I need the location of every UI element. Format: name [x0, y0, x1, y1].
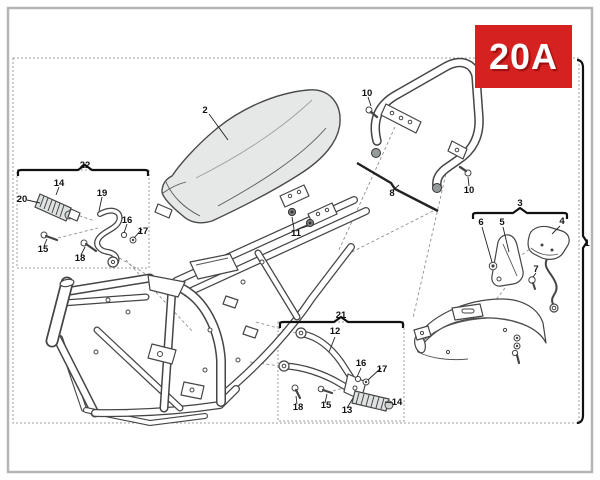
catalog-section-label: 20A — [488, 35, 559, 77]
seat-strap-rod-8 — [356, 161, 439, 213]
washer-16-right — [354, 375, 362, 383]
brace-1 — [576, 58, 589, 425]
outer-dashed-border — [12, 57, 580, 424]
part-label-2: 2 — [202, 105, 207, 116]
part-label-11: 11 — [291, 228, 302, 239]
washer-16-left — [120, 231, 128, 239]
screw-10-upper — [365, 106, 379, 119]
left-footrest-group — [34, 193, 137, 268]
part-label-1: 1 — [584, 238, 590, 249]
frame-illustration — [52, 184, 366, 423]
part-label-3: 3 — [517, 198, 522, 209]
bolt-15-right — [317, 385, 334, 395]
grab-rail-illustration — [356, 63, 479, 213]
left-footrest-box — [16, 169, 150, 269]
group-braces — [16, 58, 589, 425]
part-label-19: 19 — [97, 188, 108, 199]
catalog-section-badge: 20A — [475, 25, 572, 88]
part-label-17b: 17 — [377, 364, 388, 375]
brace-3 — [471, 206, 569, 219]
part-label-5: 5 — [499, 217, 505, 228]
part-label-6: 6 — [478, 217, 483, 228]
part-label-21: 21 — [336, 310, 347, 321]
part-label-16a: 16 — [122, 215, 133, 226]
part-labels: 22 14 20 19 16 17 15 18 2 10 10 8 11 3 6… — [17, 88, 591, 416]
part-label-8: 8 — [389, 188, 394, 199]
part-label-15b: 15 — [321, 400, 332, 411]
part-label-10a: 10 — [362, 88, 373, 99]
taillight-wire — [544, 258, 558, 305]
part-label-15a: 15 — [38, 244, 49, 255]
part-label-20: 20 — [17, 194, 28, 205]
bolt-18-left — [80, 239, 98, 253]
part-label-4: 4 — [559, 216, 565, 227]
part-label-13: 13 — [342, 405, 353, 416]
part-label-14a: 14 — [54, 178, 65, 189]
right-footrest-group — [278, 327, 394, 412]
brace-21 — [278, 315, 405, 328]
screw-7 — [528, 276, 536, 290]
bolt-15-left — [40, 231, 59, 242]
part-label-18b: 18 — [293, 402, 304, 413]
part-label-7: 7 — [533, 264, 538, 275]
part-label-22: 22 — [80, 160, 91, 171]
label-leaders — [26, 96, 561, 409]
fender-fasteners — [511, 334, 521, 365]
taillight-illustration — [488, 225, 570, 313]
part-label-16b: 16 — [356, 358, 367, 369]
part-label-12: 12 — [330, 326, 341, 337]
seat-illustration — [154, 89, 341, 224]
part-label-18a: 18 — [75, 253, 86, 264]
brace-22 — [16, 163, 150, 176]
rear-fender-illustration — [413, 298, 547, 365]
page-border — [6, 6, 594, 474]
bolt-18-right — [291, 384, 302, 400]
part-label-10b: 10 — [464, 185, 475, 196]
part-label-17a: 17 — [138, 226, 149, 237]
screw-10-right — [458, 165, 472, 177]
right-footrest-box — [277, 321, 405, 422]
part-label-14b: 14 — [392, 397, 403, 408]
